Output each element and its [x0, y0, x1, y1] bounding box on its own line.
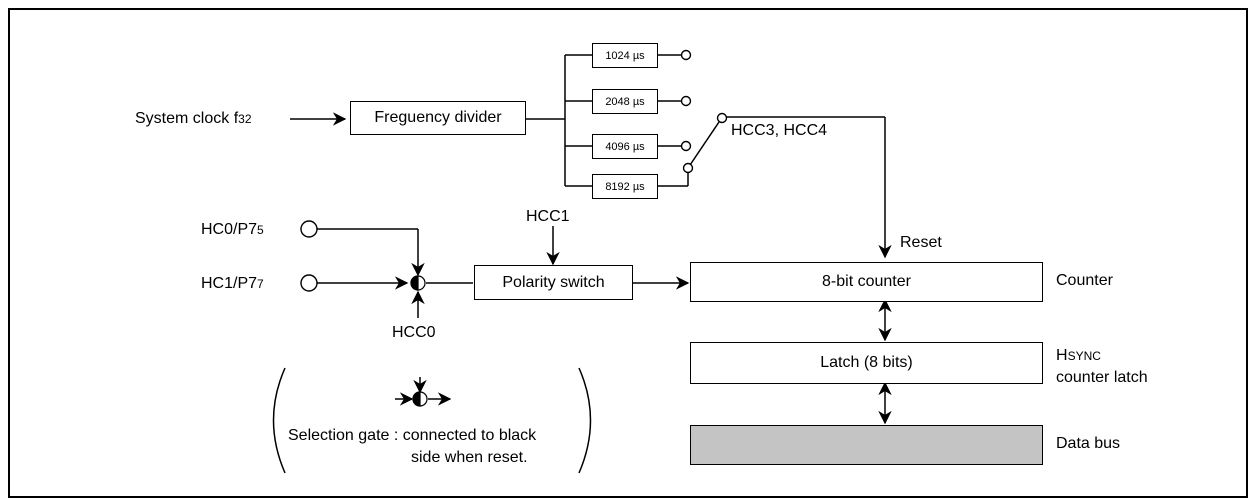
counter-8bit-label: 8-bit counter	[822, 273, 911, 290]
timer-8192-label: 8192 µs	[605, 180, 645, 193]
timer-2048-label: 2048 µs	[605, 95, 645, 108]
hc0-subscript: 5	[257, 223, 264, 237]
hcc0-label: HCC0	[392, 324, 436, 341]
reset-label: Reset	[900, 234, 942, 251]
hcc1-label: HCC1	[526, 208, 570, 225]
latch-box: Latch (8 bits)	[690, 342, 1043, 384]
frequency-divider-label: Freguency divider	[374, 109, 502, 126]
timer-2048-box: 2048 µs	[592, 89, 658, 114]
hsync-label: HSYNC	[1056, 347, 1101, 364]
latch-label: Latch (8 bits)	[820, 354, 913, 371]
timer-4096-label: 4096 µs	[605, 140, 645, 153]
hsync-smallcaps: SYNC	[1067, 349, 1101, 363]
data-bus-label: Data bus	[1056, 435, 1121, 452]
polarity-switch-box: Polarity switch	[474, 265, 633, 300]
timer-4096-box: 4096 µs	[592, 134, 658, 159]
timer-1024-label: 1024 µs	[605, 49, 645, 62]
counter-8bit-box: 8-bit counter	[690, 262, 1043, 302]
system-clock-subscript: 32	[238, 112, 252, 126]
legend-line-2: side when reset.	[411, 449, 528, 466]
polarity-switch-label: Polarity switch	[502, 273, 605, 291]
hc1-label: HC1/P77	[201, 275, 264, 292]
legend-line-1: Selection gate : connected to black	[288, 427, 537, 444]
counter-latch-label: counter latch	[1056, 369, 1148, 386]
counter-label: Counter	[1056, 272, 1113, 289]
frequency-divider-box: Freguency divider	[350, 101, 526, 135]
hcc3-hcc4-label: HCC3, HCC4	[731, 122, 828, 139]
timer-1024-box: 1024 µs	[592, 43, 658, 68]
data-bus-bar	[690, 425, 1043, 465]
hc1-subscript: 7	[257, 277, 264, 291]
hc0-label: HC0/P75	[201, 221, 264, 238]
timer-8192-box: 8192 µs	[592, 174, 658, 199]
system-clock-label: System clock f32	[135, 110, 252, 127]
